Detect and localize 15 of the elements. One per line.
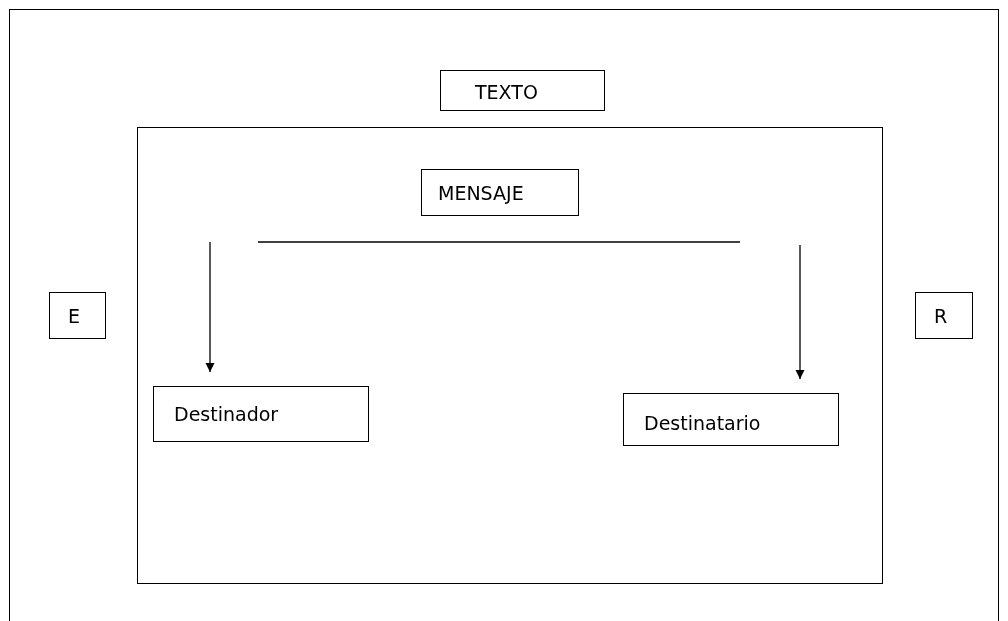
node-label: Destinador xyxy=(174,403,279,425)
text-box xyxy=(623,393,839,446)
text-box xyxy=(49,292,106,339)
node-label: MENSAJE xyxy=(438,182,524,204)
arrow xyxy=(205,241,215,373)
node-label: E xyxy=(68,305,80,327)
text-box xyxy=(153,386,369,442)
arrow xyxy=(795,244,805,380)
node-label: Destinatario xyxy=(644,412,761,434)
node-label: TEXTO xyxy=(475,81,538,103)
text-box xyxy=(440,70,605,111)
node-label: R xyxy=(934,305,948,327)
text-box xyxy=(915,292,973,339)
outline-box xyxy=(137,127,883,584)
text-box xyxy=(421,169,579,216)
